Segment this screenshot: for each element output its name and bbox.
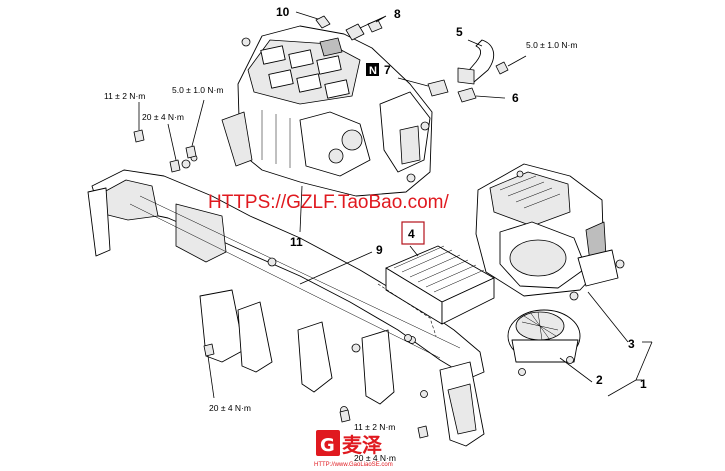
blower-housing: [475, 163, 625, 301]
part-7-connector: [397, 77, 449, 97]
callout-10: 10: [276, 5, 290, 19]
bolt-20nm-upper: [167, 123, 181, 173]
callout-9: 9: [376, 243, 383, 257]
instrument-panel-beam: [87, 154, 485, 447]
heater-screws: [241, 37, 430, 183]
callout-1: 1: [640, 377, 647, 391]
callout-labels: 10 8 5 7 6 11 9 2 3 1: [276, 5, 647, 391]
logo-text: 麦泽: [342, 433, 382, 457]
torque-mid-left: 5.0 ± 1.0 N·m: [172, 85, 223, 95]
torque-20-upper: 20 ± 4 N·m: [142, 112, 184, 122]
torque-top-right: 5.0 ± 1.0 N·m: [526, 40, 577, 50]
logo: G 麦泽 HTTP://www.GaoLiaoSE.com: [314, 430, 393, 468]
callout-11: 11: [290, 235, 303, 249]
callout-5: 5: [456, 25, 463, 39]
callout-8: 8: [394, 7, 401, 21]
callout-7: 7: [384, 63, 391, 77]
torque-11: 11 ± 2 N·m: [104, 91, 145, 101]
callout-3: 3: [628, 337, 635, 351]
part-10-fitting: [295, 11, 331, 29]
heater-unit: [221, 25, 433, 197]
bolt-top-right: [495, 55, 527, 75]
logo-mark-bg: [316, 430, 340, 456]
torque-20-lower: 20 ± 4 N·m: [209, 403, 251, 413]
bolt-11nm: [133, 102, 145, 143]
part-6-clip: [457, 87, 505, 103]
n-badge: N: [366, 63, 379, 77]
torque-bottom-2: 20 ± 4 N·m: [354, 453, 396, 463]
part-5-hose: [457, 39, 495, 85]
callout-6: 6: [512, 91, 519, 105]
callout-2: 2: [596, 373, 603, 387]
blower-motor: [507, 309, 581, 376]
bolt-20nm-lower: [203, 343, 215, 399]
torque-labels: 5.0 ± 1.0 N·m 5.0 ± 1.0 N·m 11 ± 2 N·m 2…: [104, 40, 577, 463]
air-filter: [377, 245, 495, 342]
part-8-fittings: [345, 15, 387, 41]
watermark-url: HTTPS://GZLF.TaoBao.com/: [208, 192, 449, 213]
callout-4: 4: [408, 227, 415, 241]
logo-url: HTTP://www.GaoLiaoSE.com: [314, 462, 393, 468]
bolt-5nm-left: [185, 99, 205, 159]
logo-mark: G: [320, 435, 335, 456]
n-badge-letter: N: [369, 65, 377, 77]
leader-lines: [299, 97, 653, 397]
bolts-bottom: [339, 409, 429, 439]
torque-bottom: 11 ± 2 N·m: [354, 422, 395, 432]
callout-4-box: 4: [401, 221, 425, 245]
